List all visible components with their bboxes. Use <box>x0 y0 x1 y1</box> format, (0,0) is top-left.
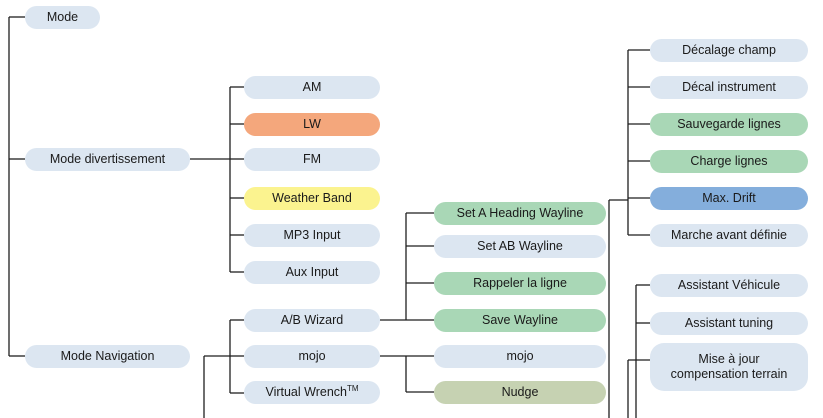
node-mojo-child[interactable]: mojo <box>434 345 606 368</box>
node-label: Marche avant définie <box>670 228 788 242</box>
node-label: A/B Wizard <box>280 313 344 327</box>
node-set-ab-wayline[interactable]: Set AB Wayline <box>434 235 606 258</box>
node-mise-a-jour-compensation-terrain[interactable]: Mise à jour compensation terrain <box>650 343 808 391</box>
node-label: Assistant tuning <box>684 316 774 330</box>
node-label: MP3 Input <box>283 228 341 242</box>
node-label: Mode <box>46 10 79 24</box>
node-label: Set A Heading Wayline <box>456 206 584 220</box>
node-label: LW <box>303 117 321 131</box>
node-charge-lignes[interactable]: Charge lignes <box>650 150 808 173</box>
node-virtual-wrench[interactable]: Virtual WrenchTM <box>244 381 380 404</box>
node-label: mojo <box>298 349 326 363</box>
node-label: Virtual WrenchTM <box>265 383 359 399</box>
node-label: Charge lignes <box>690 154 768 168</box>
node-mode[interactable]: Mode <box>25 6 100 29</box>
node-label-line2: compensation terrain <box>670 367 788 381</box>
node-assistant-vehicule[interactable]: Assistant Véhicule <box>650 274 808 297</box>
node-max-drift[interactable]: Max. Drift <box>650 187 808 210</box>
node-mojo[interactable]: mojo <box>244 345 380 368</box>
node-label: Sauvegarde lignes <box>677 117 781 131</box>
node-label: Aux Input <box>285 265 339 279</box>
node-label: Décal instrument <box>682 80 776 94</box>
node-marche-avant-definie[interactable]: Marche avant définie <box>650 224 808 247</box>
trademark-superscript: TM <box>346 383 359 393</box>
node-label: Mode Navigation <box>60 349 155 363</box>
node-label: Save Wayline <box>482 313 558 327</box>
node-label: Max. Drift <box>702 191 756 205</box>
node-rappeler-la-ligne[interactable]: Rappeler la ligne <box>434 272 606 295</box>
node-weather-band[interactable]: Weather Band <box>244 187 380 210</box>
node-save-wayline[interactable]: Save Wayline <box>434 309 606 332</box>
node-ab-wizard[interactable]: A/B Wizard <box>244 309 380 332</box>
node-label: Assistant Véhicule <box>677 278 781 292</box>
node-mode-divertissement[interactable]: Mode divertissement <box>25 148 190 171</box>
node-label: Mode divertissement <box>49 152 166 166</box>
node-aux-input[interactable]: Aux Input <box>244 261 380 284</box>
node-label: FM <box>302 152 322 166</box>
node-am[interactable]: AM <box>244 76 380 99</box>
node-decal-instrument[interactable]: Décal instrument <box>650 76 808 99</box>
node-label: Rappeler la ligne <box>473 276 567 290</box>
node-label: Set AB Wayline <box>477 239 563 253</box>
node-fm[interactable]: FM <box>244 148 380 171</box>
node-label: Nudge <box>501 385 539 399</box>
node-nudge[interactable]: Nudge <box>434 381 606 404</box>
node-label-line1: Mise à jour <box>698 352 760 366</box>
node-assistant-tuning[interactable]: Assistant tuning <box>650 312 808 335</box>
node-lw[interactable]: LW <box>244 113 380 136</box>
node-label: mojo <box>506 349 534 363</box>
node-mp3-input[interactable]: MP3 Input <box>244 224 380 247</box>
node-label: Décalage champ <box>682 43 776 57</box>
node-sauvegarde-lignes[interactable]: Sauvegarde lignes <box>650 113 808 136</box>
node-label: Weather Band <box>272 191 352 205</box>
node-decalage-champ[interactable]: Décalage champ <box>650 39 808 62</box>
node-mode-navigation[interactable]: Mode Navigation <box>25 345 190 368</box>
node-label: AM <box>302 80 322 94</box>
node-set-a-heading-wayline[interactable]: Set A Heading Wayline <box>434 202 606 225</box>
